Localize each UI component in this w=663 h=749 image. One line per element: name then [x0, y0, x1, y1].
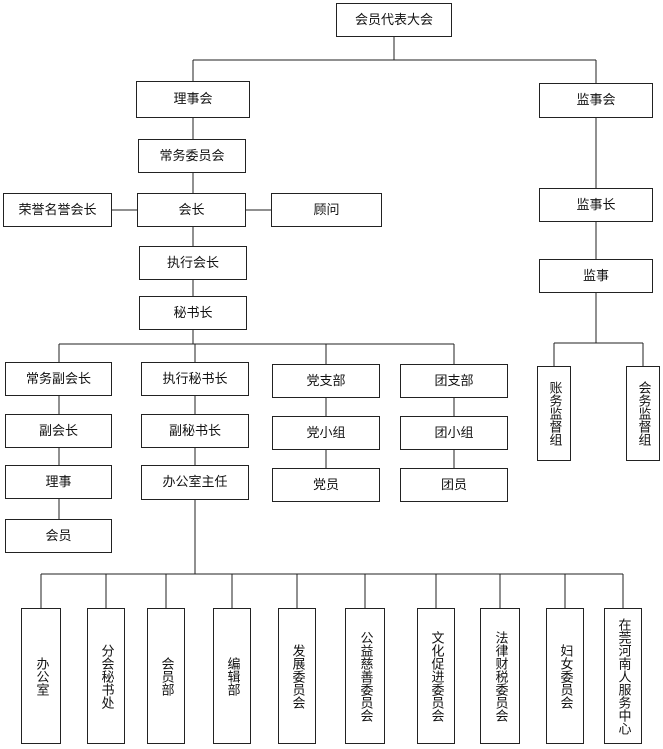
deputy-secretary-general-box: 副秘书长	[141, 414, 249, 448]
department-office-box: 办公室	[21, 608, 61, 744]
league-branch-box: 团支部	[400, 364, 508, 398]
party-group-box: 党小组	[272, 416, 380, 450]
department-legal-finance-committee-box: 法律财税委员会	[480, 608, 520, 744]
council-box: 理事会	[136, 81, 250, 118]
office-director-box: 办公室主任	[141, 465, 249, 500]
department-service-center-box: 在莞河南人服务中心	[604, 608, 642, 744]
chief-supervisor-box: 监事长	[539, 188, 653, 222]
department-women-committee-box: 妇女委员会	[546, 608, 584, 744]
league-member-box: 团员	[400, 468, 508, 502]
president-box: 会长	[137, 193, 246, 227]
honorary-president-box: 荣誉名誉会长	[3, 193, 112, 227]
membership-supervision-group-box: 会务监督组	[626, 366, 660, 461]
department-culture-committee-box: 文化促进委员会	[417, 608, 455, 744]
party-member-box: 党员	[272, 468, 380, 502]
accounts-supervision-group-box: 账务监督组	[537, 366, 571, 461]
department-charity-committee-box: 公益慈善委员会	[345, 608, 385, 744]
supervisor-box: 监事	[539, 259, 653, 293]
director-box: 理事	[5, 465, 112, 499]
member-box: 会员	[5, 519, 112, 553]
party-branch-box: 党支部	[272, 364, 380, 398]
advisor-box: 顾问	[271, 193, 382, 227]
congress-box: 会员代表大会	[336, 3, 452, 37]
department-editorial-box: 编辑部	[213, 608, 251, 744]
department-development-committee-box: 发展委员会	[278, 608, 316, 744]
league-group-box: 团小组	[400, 416, 508, 450]
executive-president-box: 执行会长	[139, 246, 247, 280]
department-membership-box: 会员部	[147, 608, 185, 744]
vice-president-box: 副会长	[5, 414, 112, 448]
standing-vice-president-box: 常务副会长	[5, 362, 112, 396]
secretary-general-box: 秘书长	[139, 296, 247, 330]
standing-committee-box: 常务委员会	[138, 139, 246, 173]
department-branch-secretariat-box: 分会秘书处	[87, 608, 125, 744]
supervisory-board-box: 监事会	[539, 83, 653, 118]
executive-secretary-general-box: 执行秘书长	[141, 362, 249, 396]
